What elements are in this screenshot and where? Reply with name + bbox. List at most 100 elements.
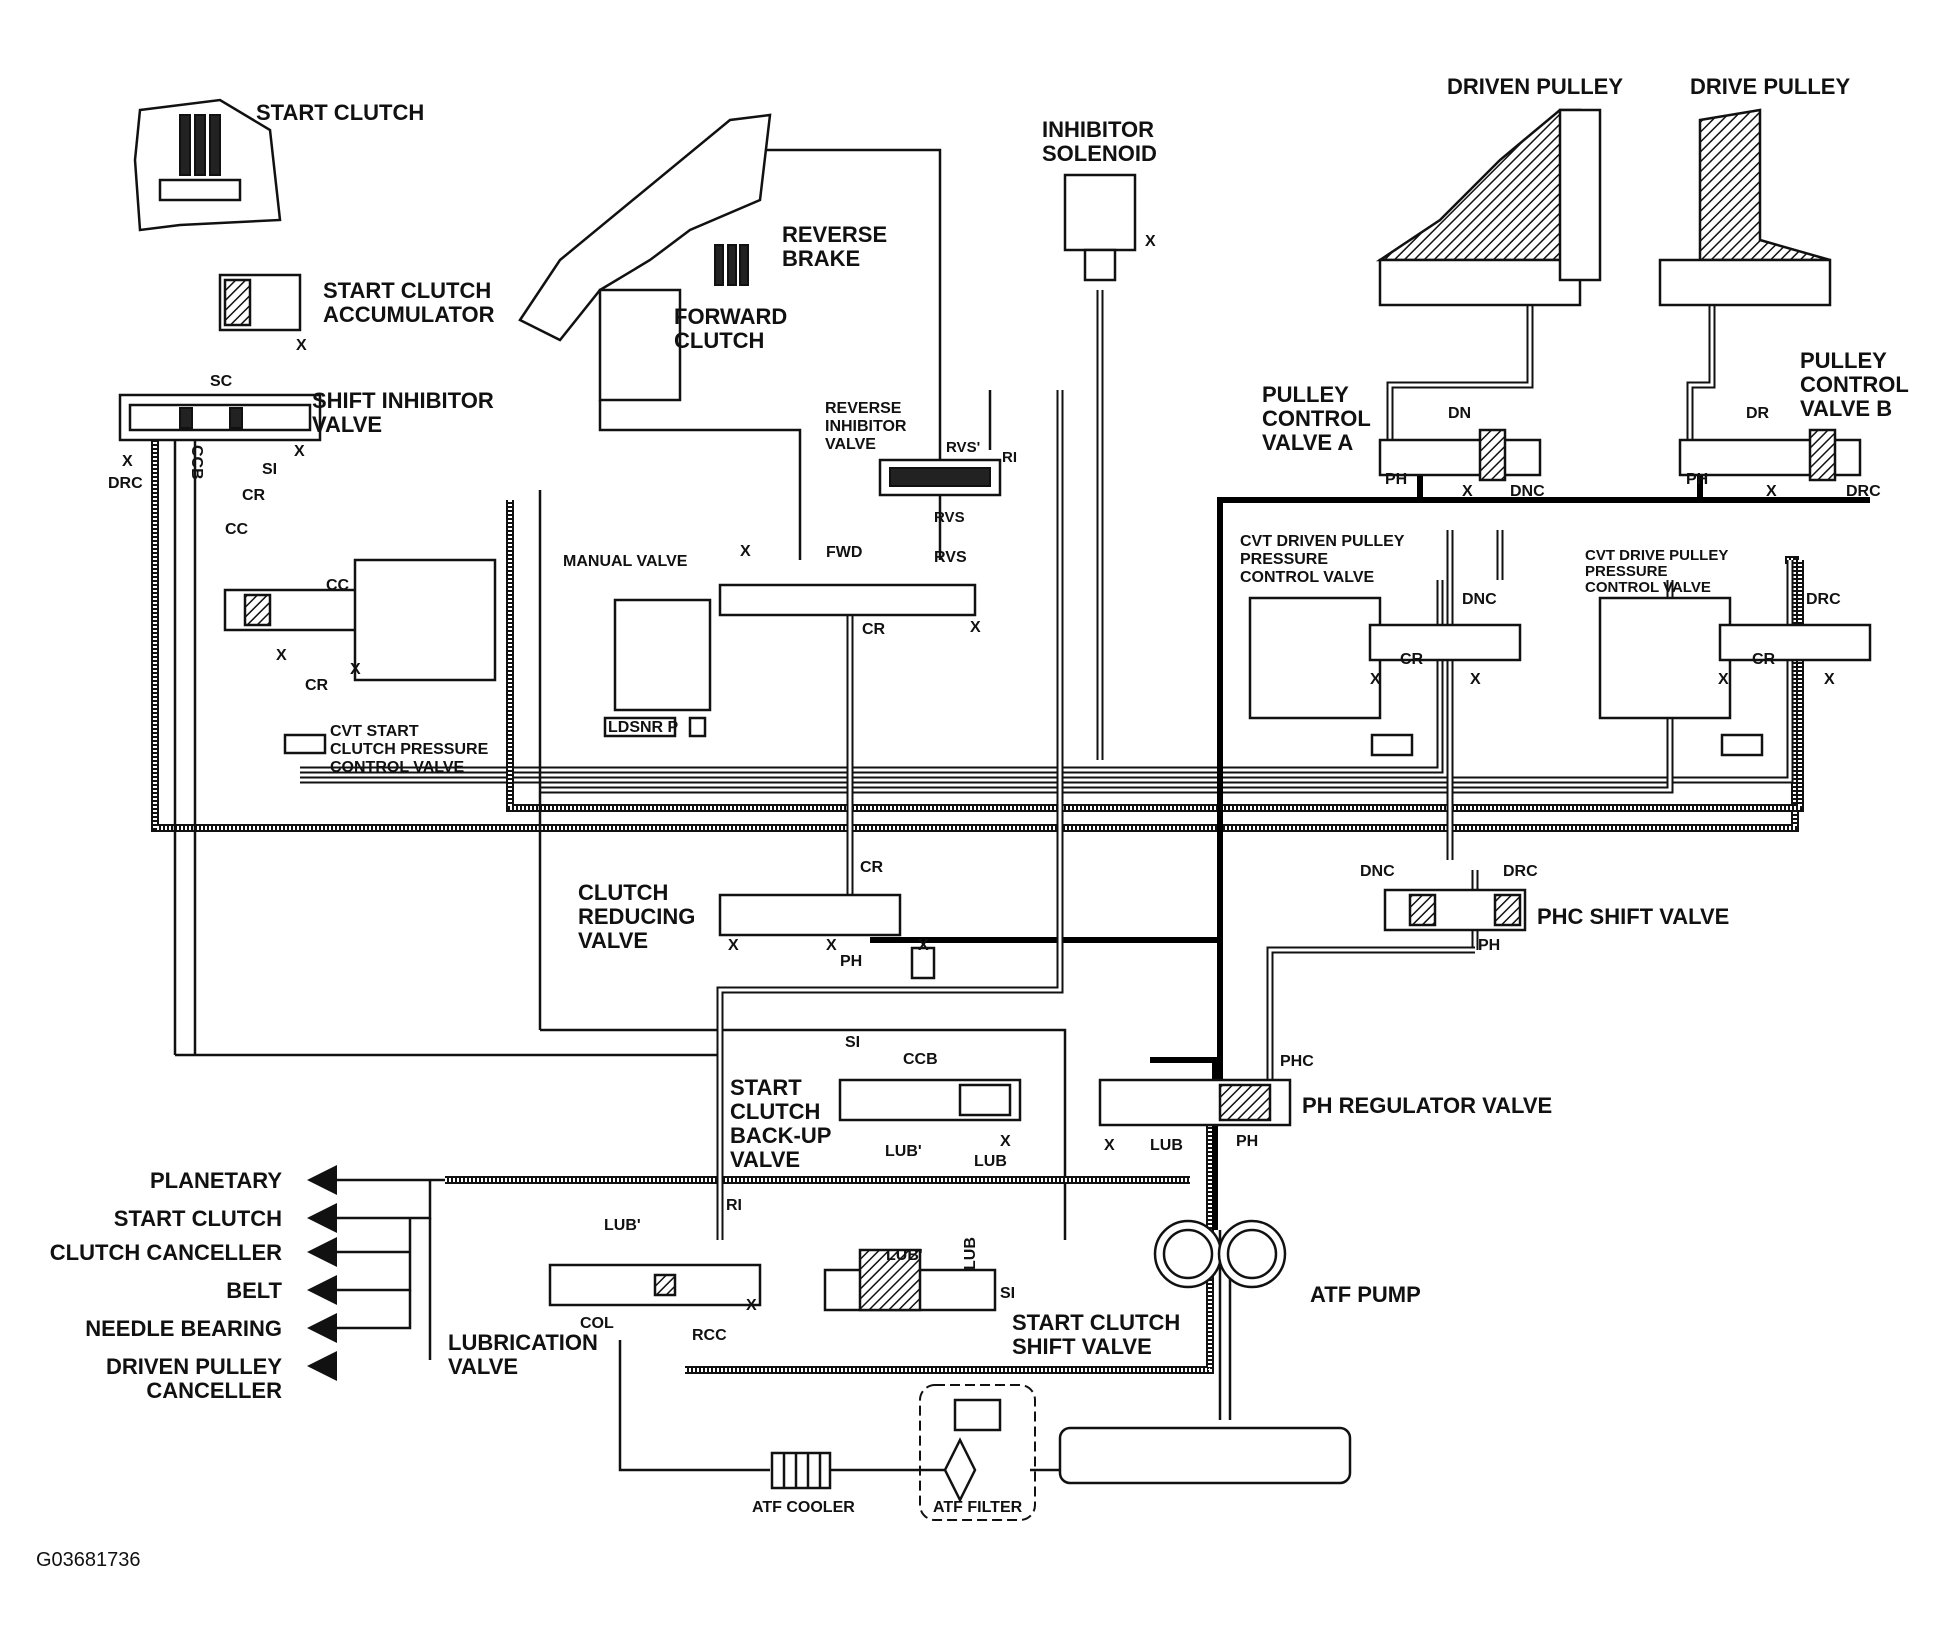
label-cvt-driven-1: CVT DRIVEN PULLEY bbox=[1240, 533, 1405, 550]
code-dnc-3: DNC bbox=[1360, 863, 1395, 880]
code-x-7: X bbox=[970, 619, 981, 636]
code-x-20: X bbox=[746, 1297, 757, 1314]
code-cr-6: CR bbox=[860, 859, 884, 876]
label-clutch-reducing-2: REDUCING bbox=[578, 904, 695, 929]
code-dr: DR bbox=[1746, 405, 1770, 422]
phc-shift-valve bbox=[1383, 888, 1527, 932]
code-x-4: X bbox=[276, 647, 287, 664]
start-clutch-component bbox=[133, 98, 282, 232]
label-pulley-b-1: PULLEY bbox=[1800, 348, 1887, 373]
label-lubrication-1: LUBRICATION bbox=[448, 1330, 598, 1355]
code-drc-4: DRC bbox=[1503, 863, 1538, 880]
code-x-15: X bbox=[728, 937, 739, 954]
code-ri-1: RI bbox=[1002, 449, 1017, 466]
label-lubrication-2: VALVE bbox=[448, 1354, 518, 1379]
code-sc: SC bbox=[210, 373, 233, 390]
output-clutch-canceller: CLUTCH CANCELLER bbox=[50, 1240, 282, 1265]
output-start-clutch: START CLUTCH bbox=[114, 1206, 282, 1231]
code-cc-1: CC bbox=[225, 521, 249, 538]
label-cvt-start-2: CLUTCH PRESSURE bbox=[330, 741, 489, 758]
component-labels: START CLUTCH START CLUTCH ACCUMULATOR SH… bbox=[36, 74, 1909, 1571]
code-rvs-1: RVS bbox=[934, 549, 967, 566]
label-reverse-inhibitor-3: VALVE bbox=[825, 436, 876, 453]
label-ph-regulator: PH REGULATOR VALVE bbox=[1302, 1093, 1552, 1118]
code-ri-2: RI bbox=[726, 1197, 742, 1214]
label-figure-id: G03681736 bbox=[36, 1549, 141, 1571]
cvt-start-clutch-pressure-control-valve bbox=[223, 558, 497, 755]
label-start-backup-4: VALVE bbox=[730, 1147, 800, 1172]
label-forward-clutch-2: CLUTCH bbox=[674, 328, 764, 353]
label-start-backup-3: BACK-UP bbox=[730, 1123, 831, 1148]
label-pulley-a-3: VALVE A bbox=[1262, 430, 1353, 455]
code-x-10: X bbox=[1766, 483, 1777, 500]
code-lub-3: LUB bbox=[962, 1237, 979, 1270]
label-reverse-brake-1: REVERSE bbox=[782, 222, 887, 247]
label-drive-pulley: DRIVE PULLEY bbox=[1690, 74, 1850, 99]
reverse-brake-forward-clutch bbox=[518, 113, 772, 402]
label-cvt-start-1: CVT START bbox=[330, 723, 419, 740]
atf-pump bbox=[1153, 1219, 1287, 1289]
code-x-12: X bbox=[1470, 671, 1481, 688]
label-cvt-driven-3: CONTROL VALVE bbox=[1240, 569, 1375, 586]
label-inhibitor-solenoid-2: SOLENOID bbox=[1042, 141, 1157, 166]
label-clutch-reducing-1: CLUTCH bbox=[578, 880, 668, 905]
code-x-1: X bbox=[296, 337, 307, 354]
code-lub-p-1: LUB' bbox=[885, 1143, 922, 1160]
code-rvs-p: RVS' bbox=[946, 439, 980, 456]
output-belt: BELT bbox=[226, 1278, 282, 1303]
code-x-16: X bbox=[826, 937, 837, 954]
code-x-5: X bbox=[350, 661, 361, 678]
cvt-driven-pulley-pressure-control-valve bbox=[1248, 596, 1522, 757]
code-col: COL bbox=[580, 1315, 614, 1332]
label-reverse-brake-2: BRAKE bbox=[782, 246, 860, 271]
label-start-shift-1: START CLUTCH bbox=[1012, 1310, 1180, 1335]
code-si-2: SI bbox=[845, 1034, 860, 1051]
code-drc-3: DRC bbox=[1806, 591, 1841, 608]
code-dnc-2: DNC bbox=[1462, 591, 1497, 608]
label-shift-inhibitor-2: VALVE bbox=[312, 412, 382, 437]
label-pulley-a-1: PULLEY bbox=[1262, 382, 1349, 407]
clutch-reducing-valve bbox=[718, 893, 936, 980]
output-canceller: CANCELLER bbox=[146, 1378, 282, 1403]
code-x-17: X bbox=[918, 937, 929, 954]
code-lub-1: LUB bbox=[974, 1153, 1007, 1170]
label-reverse-inhibitor-2: INHIBITOR bbox=[825, 418, 907, 435]
code-ph-5: PH bbox=[1236, 1133, 1258, 1150]
code-phc: PHC bbox=[1280, 1053, 1314, 1070]
pulley-control-valve-b bbox=[1678, 428, 1862, 482]
code-x-9: X bbox=[1462, 483, 1473, 500]
label-cvt-drive-3: CONTROL VALVE bbox=[1585, 579, 1711, 596]
code-x-3: X bbox=[294, 443, 305, 460]
label-atf-cooler: ATF COOLER bbox=[752, 1499, 855, 1516]
pulley-control-valve-a bbox=[1378, 428, 1542, 482]
label-start-clutch: START CLUTCH bbox=[256, 100, 424, 125]
code-si-1: SI bbox=[262, 461, 277, 478]
label-cvt-driven-2: PRESSURE bbox=[1240, 551, 1328, 568]
label-start-shift-2: SHIFT VALVE bbox=[1012, 1334, 1152, 1359]
start-clutch-shift-valve bbox=[823, 1248, 997, 1312]
label-start-backup-2: CLUTCH bbox=[730, 1099, 820, 1124]
code-dn: DN bbox=[1448, 405, 1471, 422]
code-cr-4: CR bbox=[1400, 651, 1424, 668]
label-start-clutch-accumulator-1: START CLUTCH bbox=[323, 278, 491, 303]
label-start-clutch-accumulator-2: ACCUMULATOR bbox=[323, 302, 495, 327]
output-arrows bbox=[307, 1165, 337, 1381]
code-x-19: X bbox=[1104, 1137, 1115, 1154]
label-shift-inhibitor-1: SHIFT INHIBITOR bbox=[312, 388, 494, 413]
output-labels: PLANETARY START CLUTCH CLUTCH CANCELLER … bbox=[50, 1168, 283, 1403]
drive-pulley bbox=[1658, 108, 1832, 307]
label-reverse-inhibitor-1: REVERSE bbox=[825, 400, 902, 417]
code-ccb-2: CCB bbox=[903, 1051, 938, 1068]
code-fwd: FWD bbox=[826, 544, 862, 561]
code-cr-2: CR bbox=[305, 677, 329, 694]
label-manual-valve: MANUAL VALVE bbox=[563, 553, 688, 570]
code-drc-2: DRC bbox=[1846, 483, 1881, 500]
label-cvt-drive-1: CVT DRIVE PULLEY bbox=[1585, 547, 1728, 564]
code-x-8: X bbox=[1145, 233, 1156, 250]
code-cr-1: CR bbox=[242, 487, 266, 504]
driven-pulley bbox=[1375, 108, 1602, 307]
output-driven-pulley: DRIVEN PULLEY bbox=[106, 1354, 282, 1379]
output-planetary: PLANETARY bbox=[150, 1168, 282, 1193]
label-driven-pulley: DRIVEN PULLEY bbox=[1447, 74, 1623, 99]
